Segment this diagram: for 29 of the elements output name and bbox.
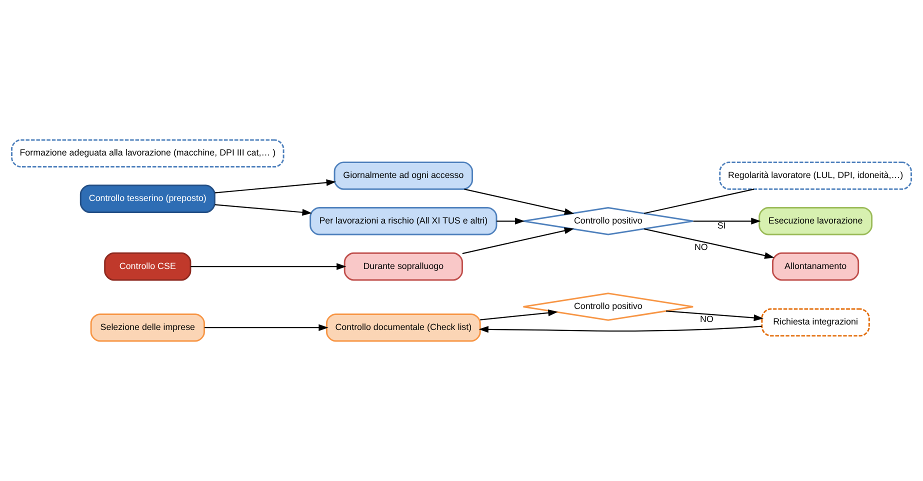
edge-label: SI (717, 220, 726, 230)
edge-label: NO (700, 314, 714, 324)
arrow (190, 263, 346, 270)
arrow (214, 179, 336, 194)
node-box: Formazione adeguata alla lavorazione (macchine, DPI III cat,… ) (11, 139, 284, 168)
node-box: Durante sopralluogo (344, 252, 463, 281)
node-box: Richiesta integrazioni (761, 308, 870, 337)
arrow (462, 227, 574, 254)
arrow (204, 324, 328, 332)
arrow (464, 188, 574, 215)
arrow (496, 218, 525, 225)
arrow (666, 310, 764, 322)
arrow (480, 309, 558, 320)
arrow (644, 228, 774, 259)
edge-label: NO (694, 242, 708, 252)
arrow (693, 218, 761, 225)
node-box: Allontanamento (772, 252, 860, 281)
node-box: Regolarità lavoratore (LUL, DPI, idoneità,…) (719, 162, 912, 190)
arrow (478, 326, 762, 333)
node-box: Selezione delle imprese (90, 313, 205, 342)
node-box: Controllo tesserino (preposto) (80, 184, 216, 213)
node-box: Controllo documentale (Check list) (326, 313, 481, 342)
arrow (214, 204, 312, 216)
connector (644, 188, 754, 214)
node-box: Per lavorazioni a rischio (All XI TUS e altri) (310, 207, 498, 236)
node-box: Esecuzione lavorazione (758, 207, 873, 236)
node-box: Controllo CSE (104, 252, 192, 281)
node-box: Giornalmente ad ogni accesso (334, 162, 474, 190)
node-diamond: Controllo positivo (522, 292, 694, 321)
